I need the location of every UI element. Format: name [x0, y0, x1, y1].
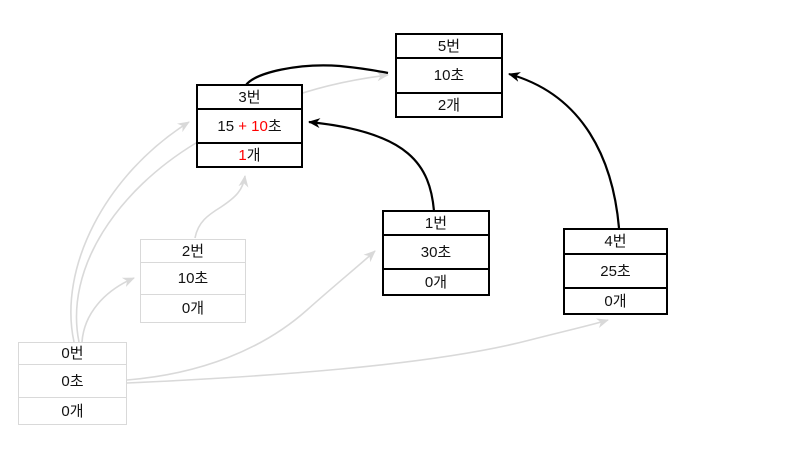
node-4-title: 4번: [565, 230, 666, 253]
time-text: 30초: [420, 243, 452, 261]
node-3-title: 3번: [198, 86, 301, 108]
time-added-text: + 10: [234, 117, 268, 135]
time-text: 10초: [433, 67, 465, 84]
node-4-count: 0개: [565, 287, 666, 313]
count-text: 0개: [424, 273, 448, 291]
node-title-label: 1번: [424, 214, 448, 232]
edge-1-to-3: [308, 118, 436, 212]
edge-0-to-2: [81, 277, 135, 343]
count-text: 2개: [437, 96, 461, 114]
count-text: 개: [246, 146, 261, 164]
edge-3-to-5: [245, 64, 389, 86]
node-4: 4번 25초 0개: [563, 228, 668, 315]
node-title-label: 2번: [181, 242, 205, 260]
time-text: 25초: [600, 262, 631, 280]
time-text: 15: [217, 117, 235, 135]
node-5-title: 5번: [397, 35, 501, 57]
node-1-count: 0개: [384, 268, 488, 294]
node-title-label: 3번: [238, 88, 261, 106]
time-text: 0초: [61, 372, 84, 390]
node-5-time: 10초: [397, 57, 501, 92]
edge-0-to-3: [70, 121, 190, 343]
node-title-label: 4번: [604, 233, 627, 250]
node-5: 5번 10초 2개: [395, 33, 503, 118]
edge-4-to-5: [508, 72, 621, 229]
node-5-count: 2개: [397, 92, 501, 116]
edge-0-to-4: [126, 318, 609, 384]
edge-0-to-5: [75, 71, 389, 343]
node-2-count: 0개: [141, 294, 245, 322]
node-2-title: 2번: [141, 240, 245, 262]
node-1-time: 30초: [384, 234, 488, 268]
node-2: 2번 10초 0개: [140, 239, 246, 323]
count-red-text: 1: [238, 146, 247, 164]
count-text: 0개: [61, 402, 84, 420]
node-4-time: 25초: [565, 253, 666, 287]
count-text: 0개: [604, 292, 627, 310]
node-2-time: 10초: [141, 262, 245, 294]
node-1-title: 1번: [384, 212, 488, 234]
node-0: 0번 0초 0개: [18, 342, 127, 425]
node-1: 1번 30초 0개: [382, 210, 490, 296]
edge-2-to-3: [194, 175, 249, 239]
node-0-count: 0개: [19, 397, 126, 424]
edge-0-to-1: [126, 250, 376, 381]
count-text: 0개: [181, 300, 205, 317]
node-0-title: 0번: [19, 343, 126, 364]
node-title-label: 5번: [437, 37, 461, 55]
time-unit-text: 초: [267, 117, 282, 135]
node-title-label: 0번: [61, 345, 84, 362]
node-0-time: 0초: [19, 364, 126, 397]
time-text: 10초: [177, 270, 209, 287]
